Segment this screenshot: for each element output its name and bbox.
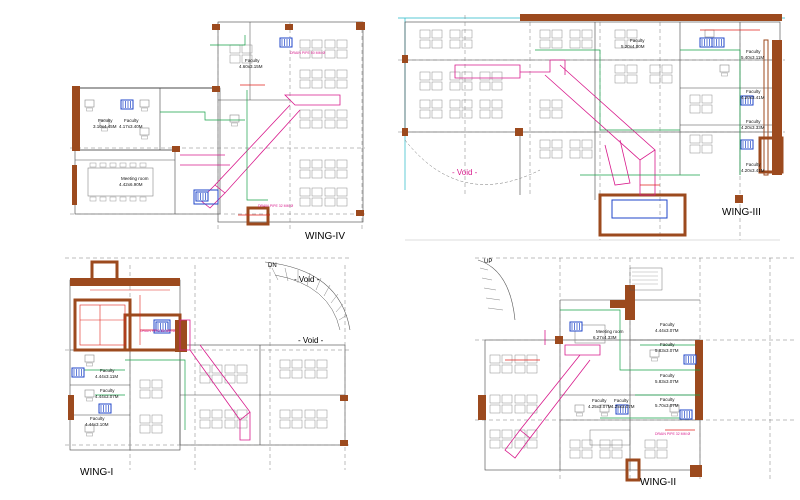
void-label: - Void - (452, 168, 478, 177)
drain-note: DRAIN PIPE 32 MM Ø (258, 204, 293, 208)
wing-ii-label: WING-II (640, 477, 676, 488)
void-label: - Void - (294, 275, 320, 284)
room-name: Faculty (746, 162, 761, 167)
room-dim: 4.20x3.33M (741, 125, 765, 130)
wing-i-plan: Faculty 4.44x3.11M Faculty 4.44x3.07M Fa… (65, 257, 351, 478)
wing-ii-room-labels: Meeting room 6.27x4.33M Faculty 4.44x3.0… (588, 322, 690, 436)
room-dim: 4.44x3.07M (95, 394, 119, 399)
room-name: Faculty (592, 398, 607, 403)
wing-i-label: WING-I (80, 467, 113, 478)
room-name: Faculty (124, 118, 139, 123)
dn-label: DN (268, 263, 277, 269)
room-dim: 5.83x3.07M (655, 379, 679, 384)
room-dim: 4.44x3.11M (95, 374, 118, 379)
room-name: Faculty (746, 119, 761, 124)
wing-iv-label: WING-IV (305, 231, 345, 242)
room-dim: 4.20x3.41M (741, 95, 765, 100)
room-dim: 5.83x3.07M (655, 348, 679, 353)
room-name: Faculty (100, 368, 115, 373)
room-name: Faculty (746, 89, 761, 94)
room-name: Meeting room (596, 329, 624, 334)
wing-i-room-labels: Faculty 4.44x3.11M Faculty 4.44x3.07M Fa… (85, 329, 175, 427)
room-name: Faculty (660, 322, 675, 327)
room-dim: 4.17x3.40M (119, 124, 143, 129)
wing-iv-room-labels: Faculty 4.60x3.15M Faculty 3.10x4.45M Fa… (93, 51, 325, 208)
room-name: Faculty (614, 398, 629, 403)
room-dim: 3.10x4.45M (93, 124, 117, 129)
wing-iv-plan: Faculty 4.60x3.15M Faculty 3.10x4.45M Fa… (70, 21, 365, 242)
room-name: Meeting room (121, 176, 149, 181)
drain-note: DRAIN PIPE 50 MM Ø (140, 329, 175, 333)
wing-iii-plan: Faculty 5.20x4.00M Faculty 5.40x3.11M Fa… (398, 14, 785, 241)
room-dim: 4.44x3.07M (655, 328, 679, 333)
room-name: Faculty (100, 388, 115, 393)
room-dim: 4.44x3.10M (85, 422, 109, 427)
void-label: - Void - (298, 336, 324, 345)
room-dim: 4.25x3.07M (588, 404, 612, 409)
wing-iii-room-labels: Faculty 5.20x4.00M Faculty 5.40x3.11M Fa… (621, 38, 765, 173)
room-name: Faculty (660, 397, 675, 402)
room-dim: 4.60x3.15M (239, 64, 263, 69)
room-name: Faculty (660, 373, 675, 378)
room-dim: 4.20x3.41M (741, 168, 765, 173)
room-dim: 5.40x3.11M (741, 55, 764, 60)
room-name: Faculty (98, 118, 113, 123)
drain-note: DRAIN PIPE 32 MM Ø (655, 432, 690, 436)
room-dim: 5.20x4.00M (621, 44, 645, 49)
room-name: Faculty (245, 58, 260, 63)
room-name: Faculty (746, 49, 761, 54)
room-dim: 6.27x4.33M (593, 335, 617, 340)
room-name: Faculty (90, 416, 105, 421)
wing-iii-label: WING-III (722, 207, 761, 218)
room-name: Faculty (630, 38, 645, 43)
room-dim: 5.70x3.07M (655, 403, 679, 408)
room-name: Faculty (660, 342, 675, 347)
up-label: UP (484, 259, 492, 265)
room-dim: 4.42x6.90M (119, 182, 143, 187)
drain-note: DRAIN PIPE 50 MM Ø (290, 51, 325, 55)
room-dim: 4.25x3.07M (611, 404, 635, 409)
wing-ii-plan: Meeting room 6.27x4.33M Faculty 4.44x3.0… (475, 257, 795, 488)
